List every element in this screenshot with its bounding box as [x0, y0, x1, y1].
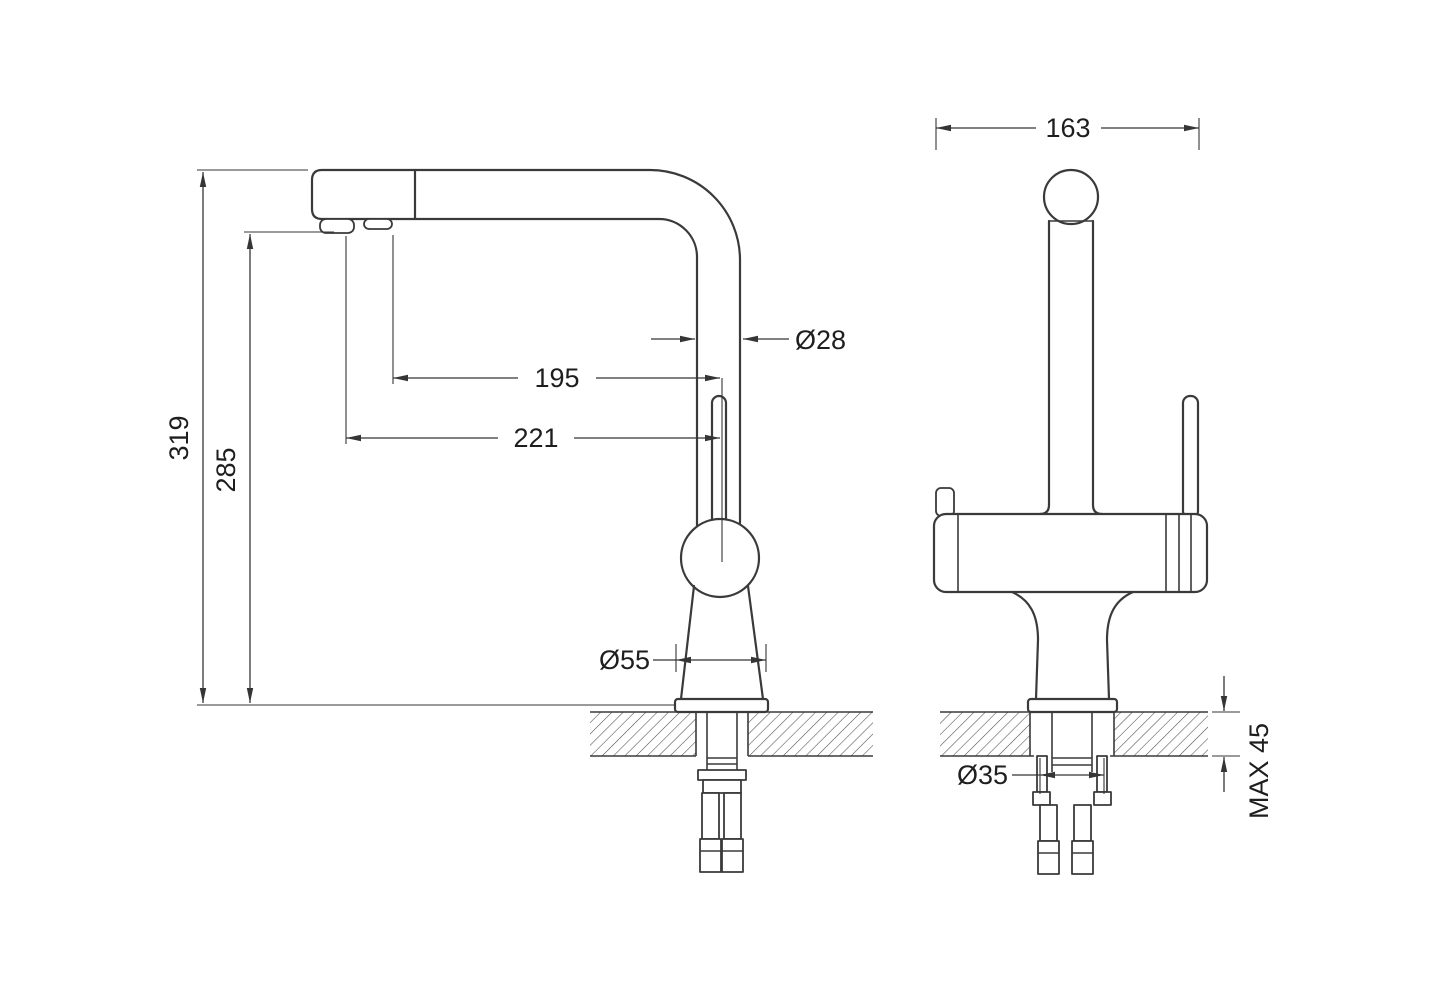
- dim-mount-hole: Ø35: [957, 758, 1105, 794]
- front-handle-lever: [1181, 394, 1200, 520]
- side-mounting-hardware: [697, 712, 747, 873]
- front-hose-1: [1039, 804, 1058, 842]
- side-counter-hatch-right: [748, 712, 873, 756]
- dim-reach-195: 195: [392, 235, 720, 393]
- front-counter-hatch-left: [940, 712, 1030, 756]
- front-body: [932, 512, 1209, 594]
- side-body-right-edge: [746, 584, 765, 701]
- front-countertop: [940, 711, 1208, 757]
- dim-counter-thickness: MAX 45: [1212, 676, 1274, 819]
- dim-total-height-label: 319: [164, 415, 194, 460]
- front-left-button: [935, 487, 955, 517]
- side-view: 319 285 195 221 Ø28: [164, 168, 873, 873]
- side-hose-connector-2: [721, 838, 744, 873]
- side-ball-joint: [679, 517, 761, 599]
- dim-body-width: 163: [935, 113, 1200, 150]
- dim-reach-221: 221: [345, 236, 720, 453]
- front-mount-nut-right: [1093, 791, 1112, 806]
- dim-counter-thickness-label: MAX 45: [1244, 723, 1274, 819]
- front-view: 163 Ø35 MAX 45: [932, 113, 1274, 875]
- front-base-flange: [1026, 697, 1119, 714]
- side-aerator-detail-2: [363, 218, 393, 230]
- dim-pipe-diameter-label: Ø28: [795, 325, 846, 355]
- dim-spout-height-label: 285: [211, 447, 241, 492]
- front-mount-nut-left: [1032, 791, 1051, 806]
- front-mounting-hardware: [1032, 712, 1112, 875]
- side-spout-outer-edge: [413, 168, 742, 525]
- dim-base-diameter-label: Ø55: [599, 645, 650, 675]
- front-stem-right-edge: [1105, 590, 1135, 701]
- side-hose-2: [723, 792, 742, 840]
- front-pipe-fillet-right: [1091, 503, 1104, 516]
- dim-mount-hole-label: Ø35: [957, 760, 1008, 790]
- dim-spout-height: 285: [211, 231, 334, 703]
- dim-body-width-label: 163: [1045, 113, 1090, 143]
- side-body-left-edge: [679, 584, 696, 701]
- side-spout-head: [310, 168, 417, 221]
- front-counter-hatch-right: [1114, 712, 1208, 756]
- front-stem-left-edge: [1010, 590, 1040, 701]
- side-hose-1: [701, 792, 720, 840]
- front-mount-bolt-right: [1096, 755, 1108, 793]
- front-hose-connector-2: [1071, 840, 1094, 875]
- front-pipe-fillet-left: [1038, 503, 1051, 516]
- side-counter-hatch-left: [590, 712, 696, 756]
- front-spout-head-circle: [1042, 168, 1100, 226]
- side-mount-nut: [702, 779, 742, 794]
- side-handle-lever: [710, 394, 728, 538]
- dim-pipe-diameter: Ø28: [651, 325, 846, 355]
- side-hose-connector-1: [699, 838, 722, 873]
- dim-reach-221-label: 221: [513, 423, 558, 453]
- front-hose-2: [1073, 804, 1092, 842]
- side-aerator-detail-1: [319, 218, 355, 234]
- dim-reach-195-label: 195: [534, 363, 579, 393]
- dim-total-height: 319: [164, 169, 308, 703]
- side-base-flange: [673, 697, 770, 714]
- side-spout-inner-edge: [413, 217, 699, 529]
- front-mount-bolt-left: [1036, 755, 1048, 793]
- side-countertop: [590, 711, 873, 757]
- side-mount-washer: [697, 769, 747, 781]
- front-hose-connector-1: [1037, 840, 1060, 875]
- dim-base-diameter: Ø55: [599, 644, 767, 675]
